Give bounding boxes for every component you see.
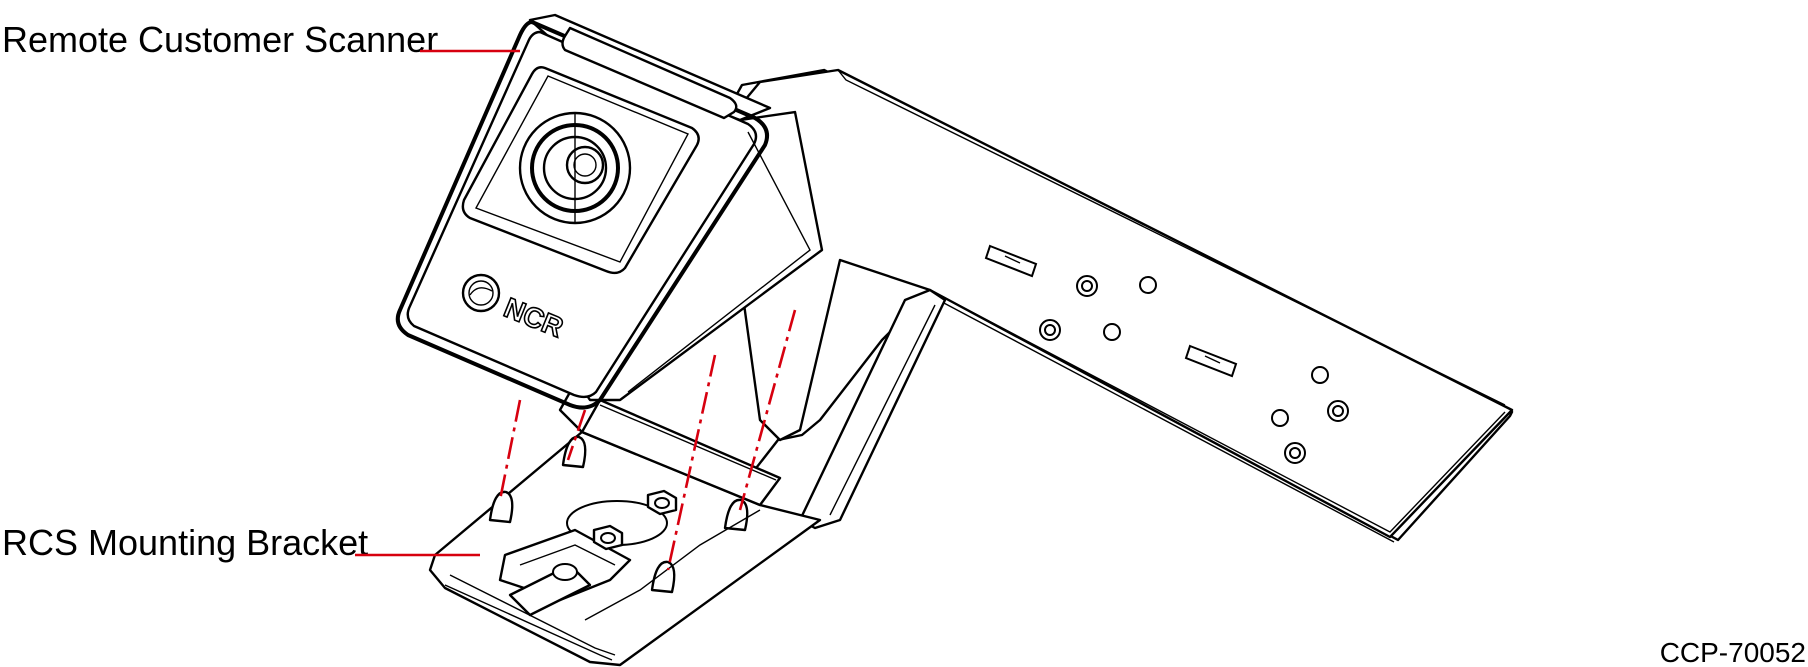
figure-code: CCP-70052 <box>1660 637 1806 667</box>
bracket-nuts <box>592 489 678 551</box>
slot-1 <box>984 244 1038 278</box>
alignment-lines <box>498 309 797 571</box>
callout-scanner-label: Remote Customer Scanner <box>2 19 438 60</box>
callout-bracket: RCS Mounting Bracket <box>2 522 480 563</box>
callout-bracket-label: RCS Mounting Bracket <box>2 522 368 563</box>
slot-2 <box>1184 344 1238 378</box>
rcs-mounting-bracket <box>428 398 822 667</box>
remote-customer-scanner: NCR <box>395 13 824 410</box>
arm-holes <box>1039 275 1349 464</box>
callout-scanner: Remote Customer Scanner <box>2 19 520 60</box>
